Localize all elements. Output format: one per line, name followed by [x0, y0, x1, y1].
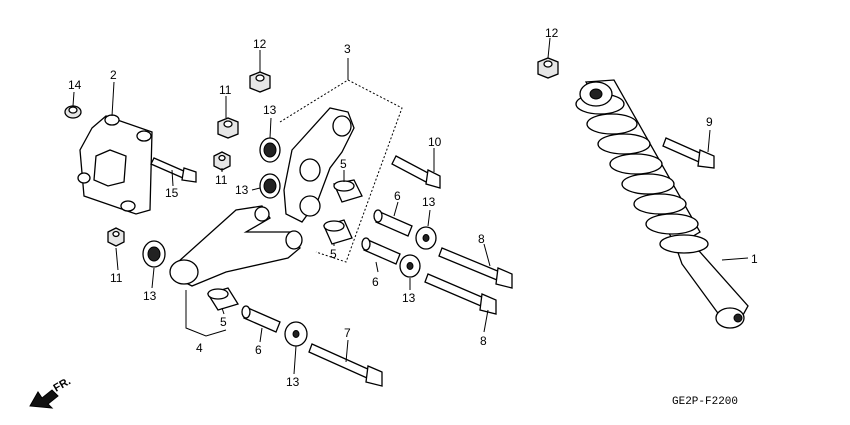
- callout-labels: 1 2 14 15 11 11 11 12 12 13 13 13 13 13 …: [68, 26, 758, 389]
- callout-14: 14: [68, 78, 82, 92]
- callout-13-f: 13: [286, 375, 300, 389]
- callout-7: 7: [344, 326, 351, 340]
- bolt-part-15: [150, 157, 197, 183]
- front-label: FR.: [52, 375, 73, 394]
- bolt-part-8-a: [438, 247, 513, 289]
- callout-11-c: 11: [110, 271, 123, 285]
- washer-part-13-f: [284, 321, 308, 347]
- collar-part-5-c: [206, 287, 240, 311]
- shock-absorber-part-1: [575, 79, 749, 329]
- collar-part-6-c: [241, 305, 281, 333]
- callout-6-c: 6: [255, 343, 262, 357]
- arm-part-4: [169, 205, 303, 287]
- callout-11-a: 11: [219, 83, 232, 97]
- washer-part-13-d: [415, 226, 437, 250]
- collar-part-6-a: [373, 209, 413, 237]
- callout-6-a: 6: [394, 189, 401, 203]
- leader-lines: [72, 37, 749, 375]
- callout-12-a: 12: [253, 37, 267, 51]
- washer-part-13-e: [399, 254, 421, 278]
- diagram-code: GE2P-F2200: [672, 396, 738, 408]
- callout-11-b: 11: [215, 173, 228, 187]
- callout-10: 10: [428, 135, 442, 149]
- callout-9: 9: [706, 115, 713, 129]
- callout-13-b: 13: [235, 183, 249, 197]
- nut-part-12-a: [249, 71, 271, 93]
- callout-1: 1: [751, 252, 758, 266]
- nut-part-11-c: [107, 227, 125, 247]
- nut-part-11-b: [213, 151, 231, 171]
- callout-6-b: 6: [372, 275, 379, 289]
- callout-3: 3: [344, 42, 351, 56]
- callout-5-a: 5: [340, 157, 347, 171]
- callout-4: 4: [196, 341, 203, 355]
- collar-part-5-b: [323, 219, 353, 245]
- nut-part-11-a: [217, 117, 239, 139]
- spring-coils: [575, 93, 709, 254]
- callout-8-b: 8: [480, 334, 487, 348]
- collar-part-6-b: [361, 237, 401, 265]
- bolt-part-7: [308, 343, 383, 387]
- callout-2: 2: [110, 68, 117, 82]
- collar-part-5-a: [333, 179, 363, 203]
- callout-8-a: 8: [478, 232, 485, 246]
- bolt-part-8-b: [424, 273, 497, 315]
- front-arrow-icon: FR.: [29, 375, 73, 409]
- seal-part-13-b: [259, 173, 281, 199]
- callout-12-b: 12: [545, 26, 559, 40]
- callout-13-d: 13: [422, 195, 436, 209]
- bolt-part-9: [662, 137, 715, 169]
- callout-13-e: 13: [402, 291, 416, 305]
- nut-part-14: [64, 105, 82, 119]
- callout-13-c: 13: [143, 289, 157, 303]
- callout-15: 15: [165, 186, 179, 200]
- seal-part-13-c: [142, 240, 166, 268]
- callout-5-c: 5: [220, 315, 227, 329]
- seal-part-13-a: [259, 137, 281, 163]
- link-part-3: [283, 107, 355, 223]
- bolt-part-10: [391, 155, 441, 189]
- callout-13-a: 13: [263, 103, 277, 117]
- nut-part-12-b: [537, 57, 559, 79]
- callout-5-b: 5: [330, 247, 337, 261]
- bracket-part-2: [77, 114, 153, 215]
